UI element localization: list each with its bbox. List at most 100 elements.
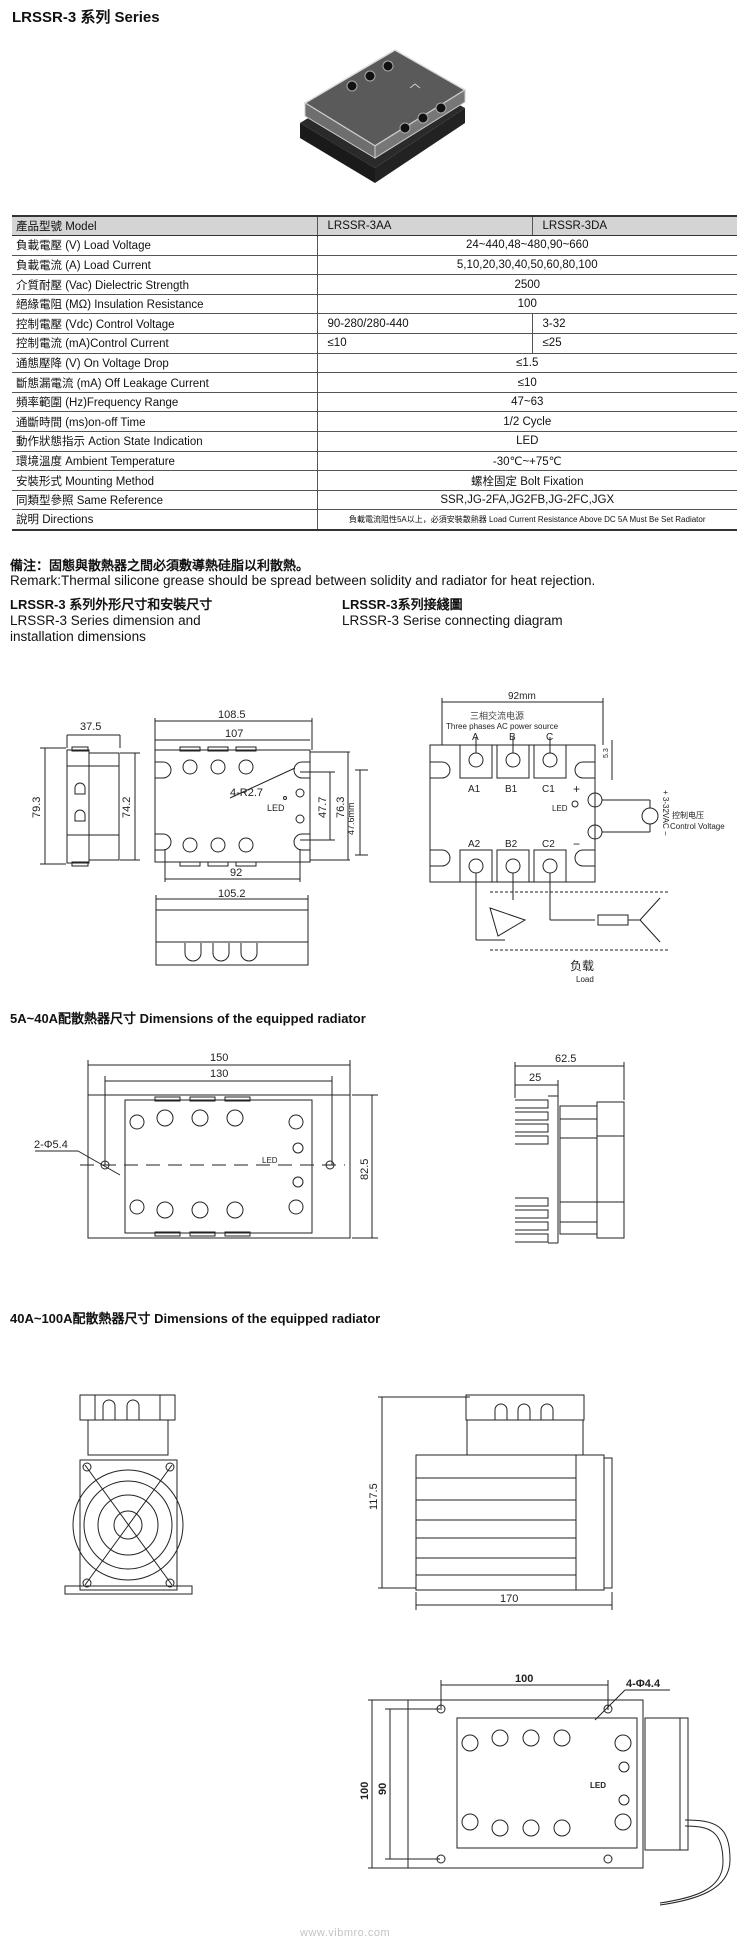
row-label: 安裝形式 Mounting Method [12,470,318,491]
terminal-c1: C1 [542,784,555,795]
radiator-small-title: 5A~40A配散熱器尺寸 Dimensions of the equipped … [10,1011,366,1026]
wiring-diagram: 92mm 三相交流电源 Three phases AC power source… [429,691,725,984]
row-value: ≤10 [317,372,737,393]
row-label: 負載電流 (A) Load Current [12,255,318,276]
header-col1: LRSSR-3AA [317,215,533,237]
radiator-small-side: 62.5 25 [514,1053,625,1244]
rad-large-length: 170 [500,1593,518,1605]
watermark: www.vibmro.com [300,1927,391,1939]
dimension-title-cn: LRSSR-3 系列外形尺寸和安裝尺寸 [10,597,213,612]
table-row: 通態壓降 (V) On Voltage Drop≤1.5 [12,353,737,374]
wiring-title-cn: LRSSR-3系列接綫圖 [342,597,463,612]
row-label: 負載電壓 (V) Load Voltage [12,235,318,256]
row-value: LED [317,431,737,452]
rad-small-outer-width: 150 [210,1052,228,1064]
terminal-c: C [546,732,553,743]
row-label: 通斷時間 (ms)on-off Time [12,411,318,433]
dim-body-height: 76.3 [335,797,347,818]
row-label: 頻率範圍 (Hz)Frequency Range [12,392,318,413]
table-row: 斷態漏電流 (mA) Off Leakage Current≤10 [12,372,737,393]
row-label: 絕緣電阻 (MΩ) Insulation Resistance [12,294,318,315]
radiator-small-front: 150 130 2-Φ5.4 LED 82.5 [34,1052,378,1239]
terminal-b2: B2 [505,839,518,850]
row-label: 動作狀態指示 Action State Indication [12,431,318,452]
terminal-c2: C2 [542,839,555,850]
page-title: LRSSR-3 系列 Series [12,9,160,26]
rad-small-height: 82.5 [359,1159,371,1180]
table-header-row: 產品型號 Model LRSSR-3AA LRSSR-3DA [12,215,737,237]
rad-small-hole-spacing: 130 [210,1068,228,1080]
radiator-large-side-view: 117.5 170 [368,1394,613,1610]
row-value: 負載電流阻性5A以上，必須安裝散熱器 Load Current Resistan… [317,509,737,531]
remark-en: Remark:Thermal silicone grease should be… [10,573,596,588]
rad-small-led: LED [262,1156,278,1165]
row-value: 5,10,20,30,40,50,60,80,100 [317,255,737,276]
header-label: 產品型號 Model [12,215,318,237]
terminal-a: A [472,732,479,743]
rad-large-inner-height: 90 [377,1783,389,1795]
row-label: 同類型參照 Same Reference [12,490,318,511]
minus-sign: − [573,837,580,851]
dimension-drawing: 37.5 79.3 74.2 108.5 107 4-R2.7 LED 92 1… [31,709,313,966]
spec-table: 產品型號 Model LRSSR-3AA LRSSR-3DA 負載電壓 (V) … [12,215,737,531]
source-en: Three phases AC power source [446,722,559,731]
wiring-led: LED [552,804,568,813]
dim-led: LED [267,803,285,813]
row-value: ≤1.5 [317,353,737,374]
dim-bottom-width: 105.2 [218,888,246,900]
row-value: SSR,JG-2FA,JG2FB,JG-2FC,JGX [317,490,737,511]
row-label: 說明 Directions [12,509,318,531]
row-label: 控制電壓 (Vdc) Control Voltage [12,313,318,335]
rad-large-outer-height: 100 [359,1782,371,1800]
dim-top-outer: 108.5 [218,709,246,721]
rad-large-hole: 4-Φ4.4 [626,1678,661,1690]
rad-large-led: LED [590,1781,606,1790]
row-label: 斷態漏電流 (mA) Off Leakage Current [12,372,318,393]
row-value-aa: 90-280/280-440 [317,313,533,335]
row-value: 螺栓固定 Bolt Fixation [317,470,737,491]
radiator-large-title: 40A~100A配散熱器尺寸 Dimensions of the equippe… [10,1311,381,1326]
row-value: -30℃~+75℃ [317,451,737,472]
dim-side-width: 37.5 [80,721,101,733]
dimension-drawing-right: 47.7 76.3 [300,751,350,861]
dim-ctrl-spacing: 47.7 [317,797,329,818]
wiring-side-dim: 47.6mm [346,769,368,856]
wiring-title-en: LRSSR-3 Serise connecting diagram [342,613,563,628]
row-value: 24~440,48~480,90~660 [317,235,737,256]
rad-small-hole: 2-Φ5.4 [34,1139,68,1151]
table-row: 環境溫度 Ambient Temperature-30℃~+75℃ [12,451,737,472]
ctrl-range: + 3-32VAC − [661,790,670,836]
terminal-b: B [509,732,516,743]
row-value: 2500 [317,274,737,295]
wiring-heading: LRSSR-3系列接綫圖 LRSSR-3 Serise connecting d… [342,594,563,629]
source-cn: 三相交流电源 [470,710,524,721]
dimension-heading: LRSSR-3 系列外形尺寸和安裝尺寸 LRSSR-3 Series dimen… [10,594,212,645]
wiring-dim-top: 92mm [508,691,536,702]
ctrl-en: Control Voltage [670,822,725,831]
terminal-a1: A1 [468,784,481,795]
rad-small-fin-depth: 25 [529,1072,541,1084]
row-value: 1/2 Cycle [317,411,737,433]
load-en: Load [576,975,594,984]
row-label: 環境溫度 Ambient Temperature [12,451,318,472]
row-label: 控制電流 (mA)Control Current [12,333,318,354]
dimension-title-en-1: LRSSR-3 Series dimension and [10,613,201,628]
dim-hole-radius: 4-R2.7 [230,787,263,799]
row-value: 47~63 [317,392,737,413]
row-value-aa: ≤10 [317,333,533,354]
dim-hole-spacing: 92 [230,867,242,879]
row-value-da: 3-32 [532,313,737,335]
header-col2: LRSSR-3DA [532,215,737,237]
row-label: 介質耐壓 (Vac) Dielectric Strength [12,274,318,295]
ctrl-cn: 控制电压 [672,810,704,820]
plus-sign: + [573,782,580,796]
rad-large-hole-spacing: 100 [515,1673,533,1685]
dimension-title-en-2: installation dimensions [10,629,146,644]
